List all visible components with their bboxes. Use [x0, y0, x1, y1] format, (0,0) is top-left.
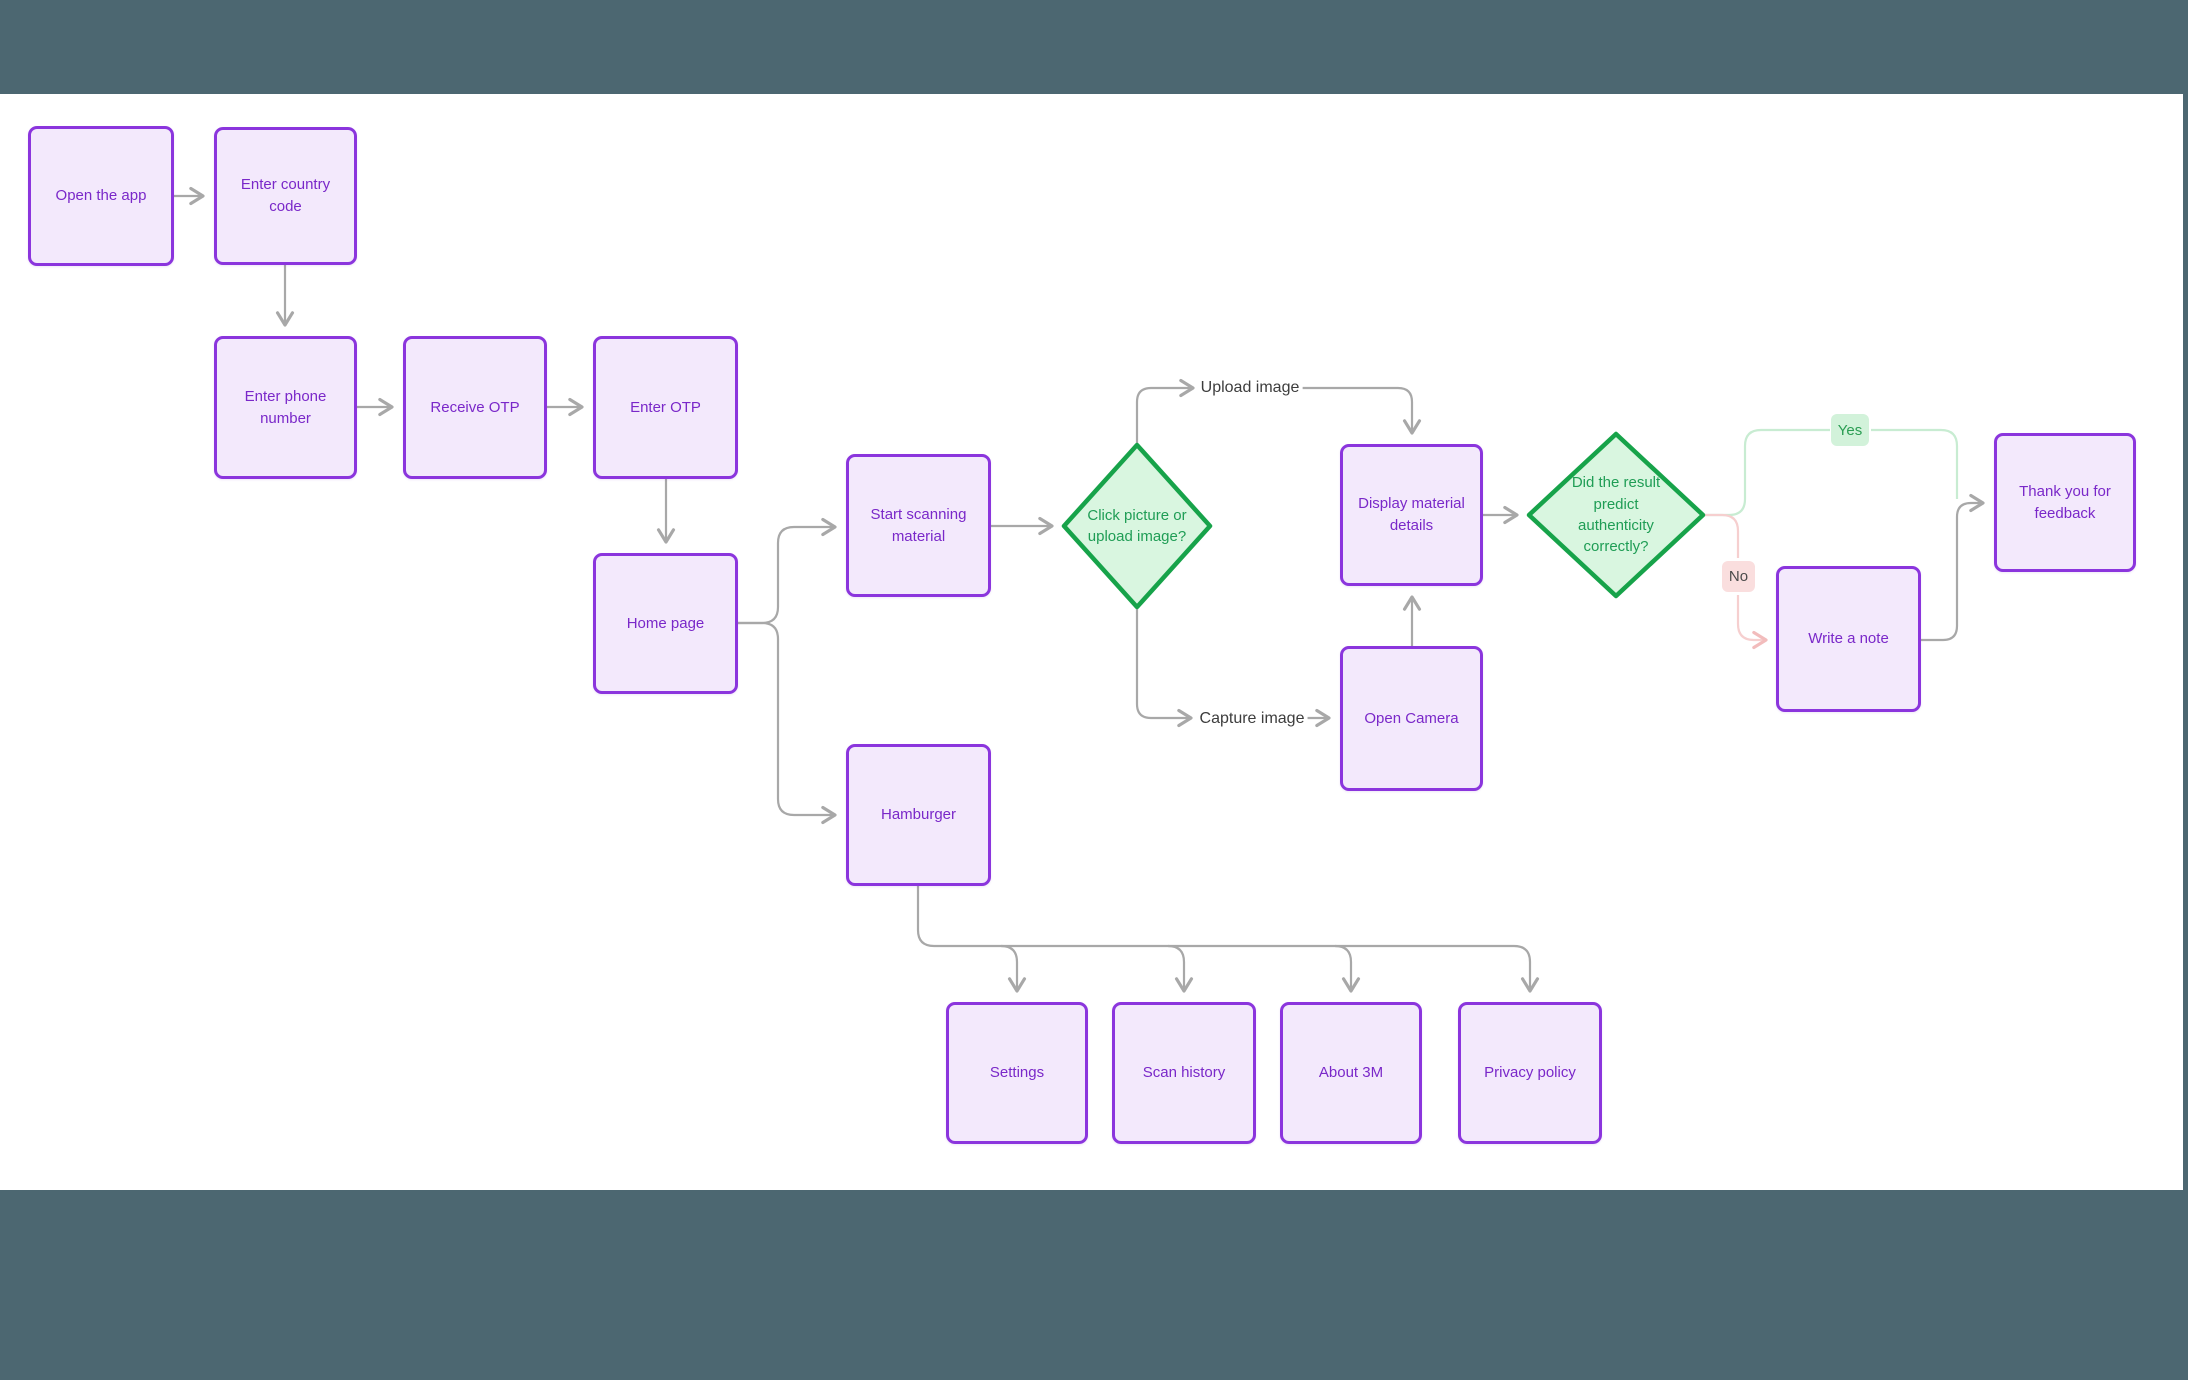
decision-predict-correct-label: Did the result predict authenticity corr…: [1571, 474, 1661, 556]
node-label: Enter OTP: [630, 398, 701, 416]
node-open-camera[interactable]: Open Camera: [1340, 646, 1483, 791]
decision-click-or-upload-label: Click picture or upload image?: [1087, 506, 1187, 545]
node-label: About 3M: [1318, 1064, 1384, 1082]
node-about-3m[interactable]: About 3M: [1280, 1002, 1422, 1144]
node-label: Open Camera: [1364, 709, 1459, 727]
node-label: Open the app: [55, 187, 147, 205]
node-label: Home page: [626, 614, 705, 632]
node-hamburger[interactable]: Hamburger: [846, 744, 991, 886]
node-privacy-policy[interactable]: Privacy policy: [1458, 1002, 1602, 1144]
badge-yes[interactable]: Yes: [1831, 414, 1869, 446]
node-label: Start scanning material: [870, 505, 967, 545]
node-receive-otp[interactable]: Receive OTP: [403, 336, 547, 479]
node-scan-history[interactable]: Scan history: [1112, 1002, 1256, 1144]
badge-no[interactable]: No: [1722, 561, 1755, 592]
node-label: Display material details: [1358, 495, 1465, 534]
node-enter-country-code[interactable]: Enter country code: [214, 127, 357, 265]
edge-label-upload-image[interactable]: Upload image: [1197, 379, 1303, 397]
node-label: Enter country code: [240, 176, 331, 215]
node-open-the-app[interactable]: Open the app: [28, 126, 174, 266]
node-enter-phone-number[interactable]: Enter phone number: [214, 336, 357, 479]
node-label: Hamburger: [880, 806, 957, 824]
node-label: Scan history: [1142, 1064, 1226, 1082]
node-enter-otp[interactable]: Enter OTP: [593, 336, 738, 479]
node-label: Receive OTP: [430, 398, 520, 416]
node-start-scanning-material[interactable]: Start scanning material: [846, 454, 991, 597]
node-display-material-details[interactable]: Display material details: [1340, 444, 1483, 586]
node-thank-you-for-feedback[interactable]: Thank you for feedback: [1994, 433, 2136, 572]
node-write-a-note[interactable]: Write a note: [1776, 566, 1921, 712]
edge-label-capture-image[interactable]: Capture image: [1196, 710, 1308, 728]
node-label: Privacy policy: [1484, 1064, 1576, 1082]
node-label: Enter phone number: [244, 387, 327, 427]
node-home-page[interactable]: Home page: [593, 553, 738, 694]
node-label: Thank you for feedback: [2019, 482, 2111, 522]
node-label: Write a note: [1808, 630, 1889, 648]
node-label: Settings: [989, 1064, 1045, 1082]
node-settings[interactable]: Settings: [946, 1002, 1088, 1144]
